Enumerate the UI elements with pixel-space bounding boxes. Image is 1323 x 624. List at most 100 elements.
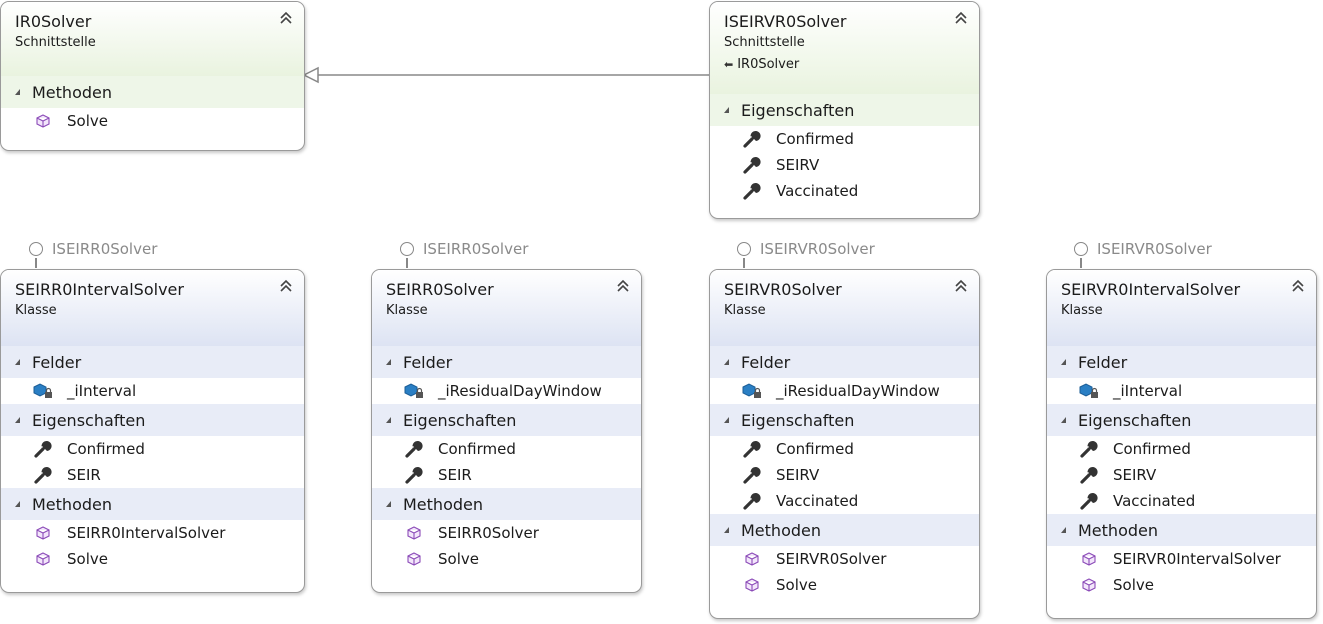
section-header-properties[interactable]: Eigenschaften — [372, 404, 641, 436]
member-row[interactable]: Confirmed — [372, 436, 641, 462]
member-name: SEIR — [438, 466, 472, 484]
member-row[interactable]: SEIRR0IntervalSolver — [1, 520, 304, 546]
expand-triangle-icon[interactable] — [386, 417, 391, 423]
type-kind: Schnittstelle — [724, 35, 805, 50]
member-row[interactable]: SEIR — [1, 462, 304, 488]
member-name: Confirmed — [438, 440, 516, 458]
implements-label: ISEIRR0Solver — [423, 240, 529, 258]
member-name: Vaccinated — [1113, 492, 1196, 510]
field-icon — [31, 382, 55, 400]
wrench-icon — [740, 492, 764, 510]
method-icon — [402, 524, 426, 542]
lollipop-stem — [406, 258, 408, 268]
method-icon — [740, 576, 764, 594]
interface-circle-icon — [29, 242, 43, 256]
member-row[interactable]: _iInterval — [1047, 378, 1316, 404]
iseirvr0solver-interface-box[interactable]: ISEIRVR0Solver Schnittstelle ⬅IR0Solver … — [709, 1, 980, 219]
member-row[interactable]: Solve — [1, 546, 304, 572]
member-name: SEIRV — [776, 156, 820, 174]
wrench-icon — [740, 440, 764, 458]
member-row[interactable]: Solve — [372, 546, 641, 572]
section-header-methods[interactable]: Methoden — [372, 488, 641, 520]
section-header-properties[interactable]: Eigenschaften — [1, 404, 304, 436]
collapse-icon[interactable] — [1290, 278, 1306, 294]
member-row[interactable]: Solve — [1, 108, 304, 134]
inherit-arrow-icon: ⬅ — [724, 58, 734, 71]
wrench-icon — [740, 156, 764, 174]
member-row[interactable]: SEIRV — [710, 462, 979, 488]
expand-triangle-icon[interactable] — [724, 359, 729, 365]
member-row[interactable]: Confirmed — [1047, 436, 1316, 462]
member-row[interactable]: SEIRV — [710, 152, 979, 178]
section-title: Felder — [403, 352, 453, 372]
seirvr0intervalsolver-class-box[interactable]: SEIRVR0IntervalSolver Klasse Felder _iIn… — [1046, 269, 1317, 619]
member-row[interactable]: SEIRV — [1047, 462, 1316, 488]
member-name: Vaccinated — [776, 182, 859, 200]
section-header-properties[interactable]: Eigenschaften — [1047, 404, 1316, 436]
section-header-properties[interactable]: Eigenschaften — [710, 94, 979, 126]
member-row[interactable]: Vaccinated — [710, 178, 979, 204]
member-row[interactable]: Vaccinated — [1047, 488, 1316, 514]
section-header-fields[interactable]: Felder — [372, 346, 641, 378]
member-row[interactable]: _iResidualDayWindow — [372, 378, 641, 404]
section-header-methods[interactable]: Methoden — [1, 488, 304, 520]
member-row[interactable]: Confirmed — [1, 436, 304, 462]
seirr0solver-class-box[interactable]: SEIRR0Solver Klasse Felder _iResidualDay… — [371, 269, 642, 593]
expand-triangle-icon[interactable] — [15, 89, 20, 95]
member-row[interactable]: _iResidualDayWindow — [710, 378, 979, 404]
type-kind: Schnittstelle — [15, 35, 96, 50]
member-row[interactable]: _iInterval — [1, 378, 304, 404]
wrench-icon — [402, 466, 426, 484]
expand-triangle-icon[interactable] — [724, 107, 729, 113]
member-row[interactable]: SEIRVR0IntervalSolver — [1047, 546, 1316, 572]
lollipop-stem — [1080, 258, 1082, 268]
section-header-fields[interactable]: Felder — [710, 346, 979, 378]
collapse-icon[interactable] — [278, 10, 294, 26]
expand-triangle-icon[interactable] — [386, 359, 391, 365]
interface-circle-icon — [1074, 242, 1088, 256]
method-icon — [1077, 576, 1101, 594]
iseirvr0solver-header: ISEIRVR0Solver Schnittstelle ⬅IR0Solver — [710, 2, 979, 94]
expand-triangle-icon[interactable] — [386, 501, 391, 507]
section-title: Eigenschaften — [741, 100, 855, 120]
member-row[interactable]: Solve — [710, 572, 979, 598]
type-name: SEIRVR0Solver — [724, 280, 842, 299]
expand-triangle-icon[interactable] — [15, 501, 20, 507]
member-row[interactable]: Vaccinated — [710, 488, 979, 514]
member-row[interactable]: Confirmed — [710, 436, 979, 462]
section-title: Eigenschaften — [403, 410, 517, 430]
expand-triangle-icon[interactable] — [1061, 359, 1066, 365]
member-row[interactable]: Solve — [1047, 572, 1316, 598]
member-row[interactable]: SEIR — [372, 462, 641, 488]
seirvr0solver-class-box[interactable]: SEIRVR0Solver Klasse Felder _iResidualDa… — [709, 269, 980, 619]
section-header-fields[interactable]: Felder — [1047, 346, 1316, 378]
section-header-methods[interactable]: Methoden — [1, 76, 304, 108]
expand-triangle-icon[interactable] — [1061, 417, 1066, 423]
section-header-fields[interactable]: Felder — [1, 346, 304, 378]
member-row[interactable]: Confirmed — [710, 126, 979, 152]
section-header-methods[interactable]: Methoden — [1047, 514, 1316, 546]
collapse-icon[interactable] — [615, 278, 631, 294]
collapse-icon[interactable] — [953, 10, 969, 26]
section-header-methods[interactable]: Methoden — [710, 514, 979, 546]
method-icon — [31, 550, 55, 568]
field-icon — [402, 382, 426, 400]
expand-triangle-icon[interactable] — [724, 527, 729, 533]
collapse-icon[interactable] — [953, 278, 969, 294]
expand-triangle-icon[interactable] — [15, 417, 20, 423]
method-icon — [31, 112, 55, 130]
member-row[interactable]: SEIRVR0Solver — [710, 546, 979, 572]
seirr0intervalsolver-class-box[interactable]: SEIRR0IntervalSolver Klasse Felder _iInt… — [0, 269, 305, 593]
wrench-icon — [1077, 440, 1101, 458]
expand-triangle-icon[interactable] — [15, 359, 20, 365]
section-title: Eigenschaften — [1078, 410, 1192, 430]
expand-triangle-icon[interactable] — [1061, 527, 1066, 533]
interface-circle-icon — [737, 242, 751, 256]
implements-label: ISEIRVR0Solver — [760, 240, 875, 258]
expand-triangle-icon[interactable] — [724, 417, 729, 423]
member-row[interactable]: SEIRR0Solver — [372, 520, 641, 546]
ir0solver-interface-box[interactable]: IR0Solver Schnittstelle Methoden Solve — [0, 1, 305, 151]
member-name: _iInterval — [67, 382, 137, 400]
collapse-icon[interactable] — [278, 278, 294, 294]
section-header-properties[interactable]: Eigenschaften — [710, 404, 979, 436]
